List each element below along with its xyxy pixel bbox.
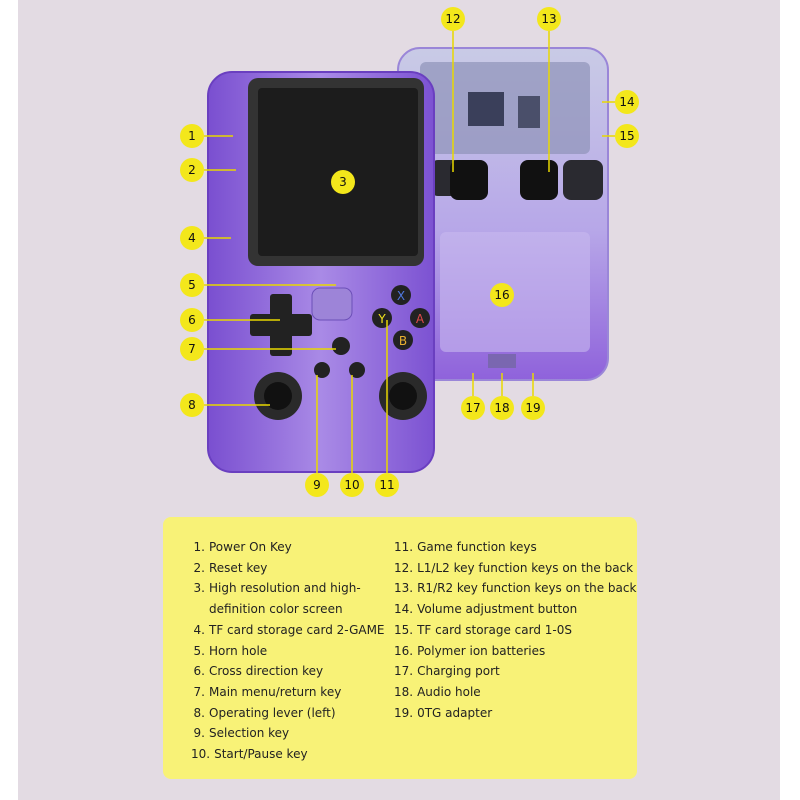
legend-item: 12.L1/L2 key function keys on the back: [394, 560, 634, 575]
back-key-l2: [450, 160, 488, 200]
legend-item: 16.Polymer ion batteries: [394, 643, 546, 658]
menu-key: [332, 337, 350, 355]
marker-18: 18: [490, 396, 514, 420]
start-key: [349, 362, 365, 378]
marker-13: 13: [537, 7, 561, 31]
button-x-label: X: [397, 289, 405, 303]
button-y-label: Y: [377, 312, 386, 326]
button-b-label: B: [399, 334, 407, 348]
marker-19: 19: [521, 396, 545, 420]
button-a: [410, 308, 430, 328]
device-front-view: X Y A B: [207, 71, 435, 473]
marker-16: 16: [490, 283, 514, 307]
marker-11: 11: [375, 473, 399, 497]
marker-7: 7: [180, 337, 204, 361]
legend-item-continuation: definition color screen: [209, 602, 343, 617]
marker-9: 9: [305, 473, 329, 497]
legend-item: 3.High resolution and high-: [193, 581, 361, 596]
marker-17: 17: [461, 396, 485, 420]
marker-10: 10: [340, 473, 364, 497]
marker-6: 6: [180, 308, 204, 332]
device-back-view: [397, 47, 609, 381]
leader-lines: [204, 31, 615, 473]
legend-item: 13.R1/R2 key function keys on the back: [394, 581, 637, 596]
legend-item: 1.Power On Key: [193, 540, 292, 554]
marker-15: 15: [615, 124, 639, 148]
marker-8: 8: [180, 393, 204, 417]
legend-box: 1.Power On Key 2.Reset key 3.High resolu…: [163, 517, 637, 779]
legend-item: 4.TF card storage card 2-GAME: [193, 622, 385, 637]
legend-item: 17.Charging port: [394, 664, 500, 679]
legend-column-left: 1.Power On Key 2.Reset key 3.High resolu…: [191, 537, 391, 765]
legend-item: 10.Start/Pause key: [191, 747, 308, 762]
back-key-r1: [520, 160, 558, 200]
select-key: [314, 362, 330, 378]
marker-12: 12: [441, 7, 465, 31]
legend-item: 8.Operating lever (left): [193, 705, 336, 720]
marker-3: 3: [331, 170, 355, 194]
legend-item: 9.Selection key: [193, 726, 290, 741]
marker-4: 4: [180, 226, 204, 250]
audio-hole: [488, 354, 516, 368]
legend-item: 14.Volume adjustment button: [394, 602, 578, 617]
legend-item: 7.Main menu/return key: [193, 684, 342, 699]
marker-14: 14: [615, 90, 639, 114]
legend-item: 6.Cross direction key: [193, 664, 324, 679]
legend-item: 19.0TG adapter: [394, 705, 493, 720]
legend-column-right: 11.Game function keys 12.L1/L2 key funct…: [394, 537, 637, 723]
marker-2: 2: [180, 158, 204, 182]
legend-item: 11.Game function keys: [394, 540, 537, 554]
legend-item: 5.Horn hole: [193, 643, 268, 658]
button-x: [391, 285, 411, 305]
legend-item: 15.TF card storage card 1-0S: [394, 622, 572, 637]
legend-item: 18.Audio hole: [394, 684, 481, 699]
button-a-label: A: [416, 312, 425, 326]
marker-5: 5: [180, 273, 204, 297]
battery: [440, 232, 590, 352]
marker-1: 1: [180, 124, 204, 148]
back-key-r2: [563, 160, 603, 200]
legend-item: 2.Reset key: [193, 560, 268, 575]
speaker-grille: [311, 287, 353, 321]
button-b: [393, 330, 413, 350]
